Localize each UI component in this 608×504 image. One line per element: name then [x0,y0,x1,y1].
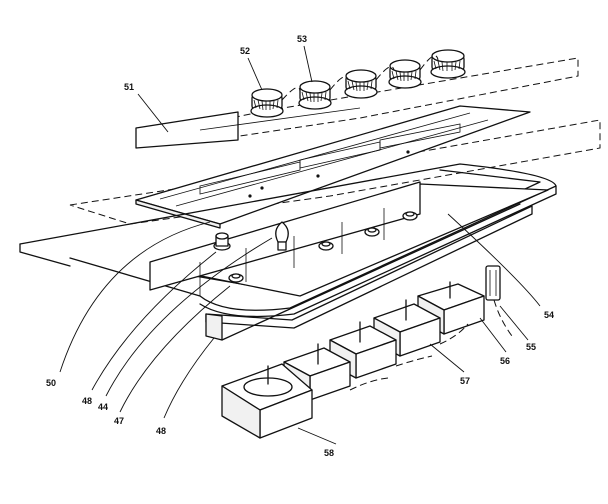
knob-2 [298,80,332,110]
knob-4 [388,59,422,89]
callout-51: 51 [124,82,134,92]
clip-part [485,265,513,337]
callout-44: 44 [98,402,108,412]
panel-switches [213,211,418,283]
switch-c [364,227,380,237]
leader-lines [59,45,541,445]
callout-53: 53 [297,34,307,44]
switch-e [228,273,244,283]
callout-48-right: 48 [156,426,166,436]
callout-56: 56 [500,356,510,366]
knob-5 [430,49,466,79]
knob-3 [344,69,378,99]
callout-58: 58 [324,448,334,458]
callout-labels: 51 52 53 54 55 56 57 58 50 48 44 47 48 [46,34,554,458]
switch-b [318,241,334,251]
switch-d [402,211,418,221]
trim-plate [135,105,531,229]
callout-55: 55 [526,342,536,352]
knobs-row [250,49,466,118]
callout-52: 52 [240,46,250,56]
callout-48-left: 48 [82,396,92,406]
knob-1 [250,88,284,118]
callout-47: 47 [114,416,124,426]
callout-50: 50 [46,378,56,388]
callout-57: 57 [460,376,470,386]
callout-54: 54 [544,310,554,320]
box-large [221,363,313,439]
switch-a [213,232,231,251]
indicator-bulb [275,221,289,251]
control-boxes [221,281,485,439]
